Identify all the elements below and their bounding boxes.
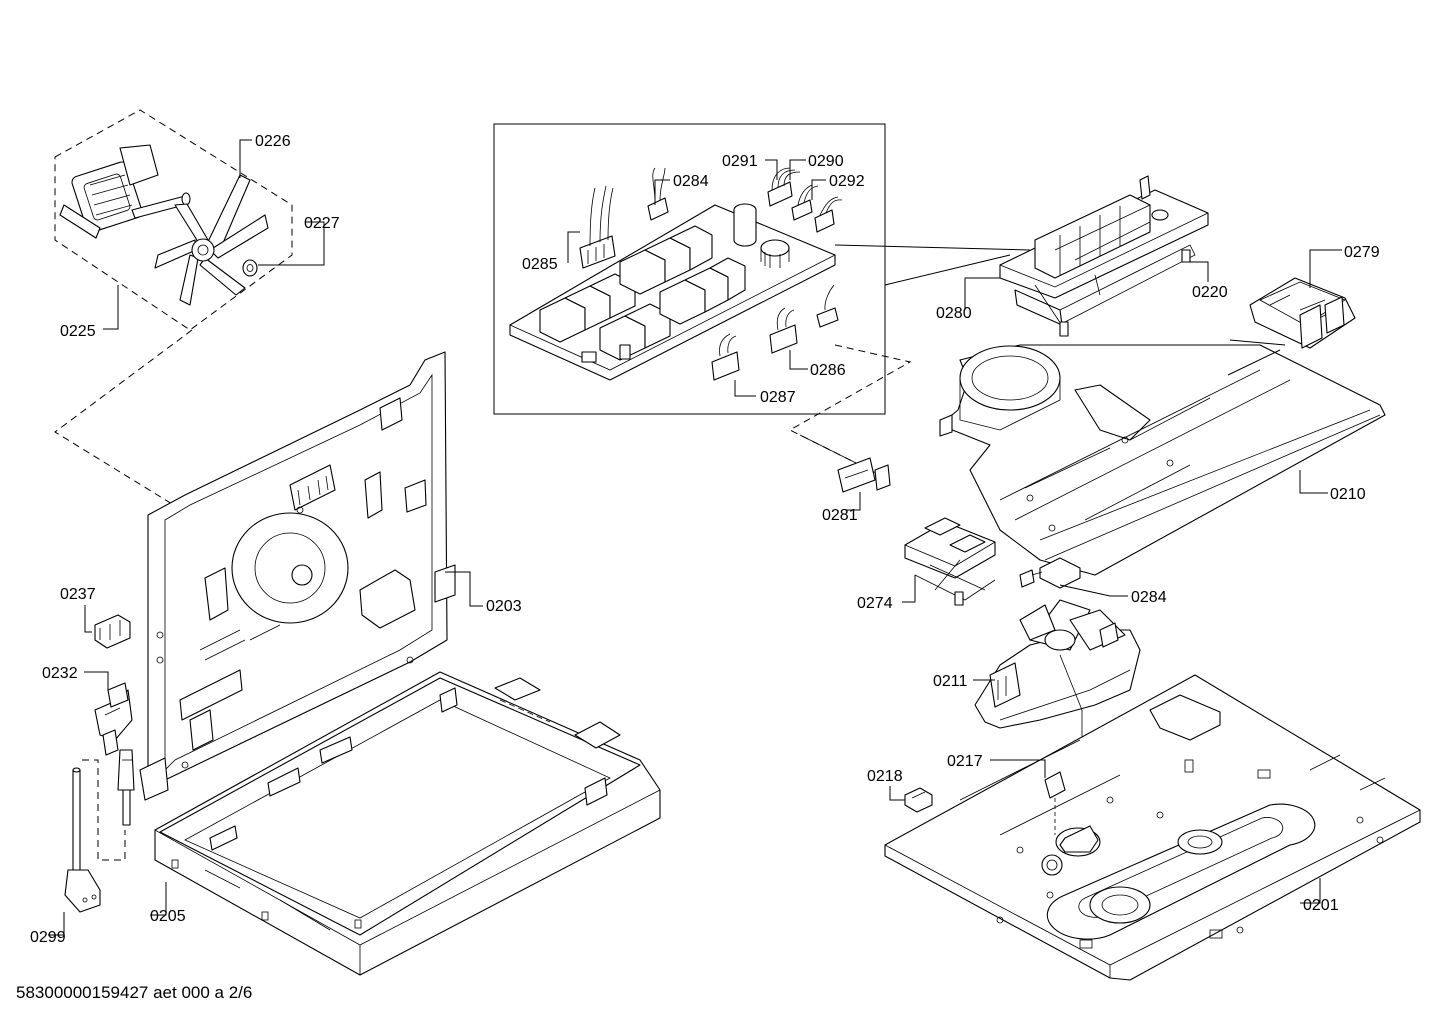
label-0286: 0286 [810,362,846,379]
label-0232: 0232 [42,665,78,682]
label-0210: 0210 [1330,486,1366,503]
socket-0232 [94,682,133,756]
power-cord-0299 [64,749,135,913]
bottom-tray [154,671,661,976]
label-0287: 0287 [760,389,796,406]
terminal-block-0237 [94,614,131,649]
label-0220: 0220 [1192,284,1228,301]
label-0225: 0225 [60,323,96,340]
label-0292: 0292 [829,173,865,190]
pcb-inset [493,123,886,415]
label-0284-pcb: 0284 [673,173,709,190]
label-0203: 0203 [486,598,522,615]
drawing-id-footer: 58300000159427 aet 000 a 2/6 [16,983,252,1002]
fan-group-leaders [103,139,325,330]
label-0299: 0299 [30,929,66,946]
part-labels: 0226 0227 0225 0291 0290 0292 0284 0285 … [30,133,1380,946]
label-0284-lower: 0284 [1131,589,1167,606]
connector-0284-lower [1019,557,1081,589]
label-0280: 0280 [936,305,972,322]
fan-duct-housing-0210 [939,344,1386,576]
fan-motor-assembly [54,109,293,331]
base-plate-0201 [884,674,1421,981]
label-0201: 0201 [1303,897,1339,914]
rear-panel [139,351,456,801]
thermal-fuse-0218 [904,787,933,813]
label-0279: 0279 [1344,244,1380,261]
label-0227: 0227 [304,215,340,232]
label-0274: 0274 [857,595,893,612]
label-0205: 0205 [150,908,186,925]
bracket-0217 [1044,771,1066,835]
label-0281: 0281 [822,507,858,524]
label-0290: 0290 [808,153,844,170]
label-0217: 0217 [947,753,983,770]
label-0211: 0211 [933,673,968,690]
pcb-inset-leaders [567,159,826,397]
relay-bank [539,225,746,361]
label-0285: 0285 [522,256,558,273]
sensor-board-0274 [904,517,996,606]
label-0237: 0237 [60,586,96,603]
sensor-0281 [799,434,891,493]
leader-0205 [150,882,167,916]
label-0226: 0226 [255,133,291,150]
connector-0279 [1249,277,1356,349]
leader-0203 [445,571,483,607]
fan-blade [154,174,269,306]
label-0218: 0218 [867,768,903,785]
label-0291: 0291 [722,153,758,170]
control-module-0280 [999,175,1209,337]
